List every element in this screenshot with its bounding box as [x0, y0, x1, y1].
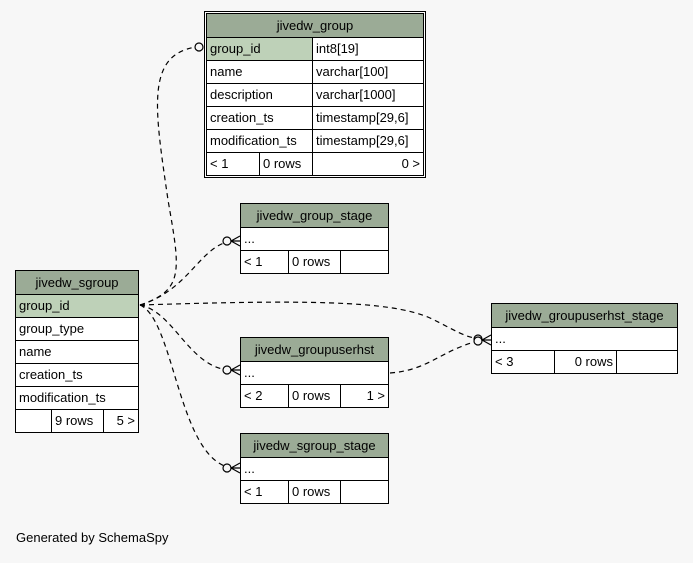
table-row: creation_ts timestamp[29,6]	[207, 107, 423, 130]
column-type: timestamp[29,6]	[316, 133, 409, 148]
edge-end-circle	[222, 463, 232, 473]
table-title[interactable]: jivedw_sgroup_stage	[241, 434, 388, 458]
table-footer: < 3 0 rows	[492, 351, 677, 373]
table-title[interactable]: jivedw_group	[207, 14, 423, 38]
parents-count[interactable]: < 3	[492, 351, 555, 373]
children-count[interactable]: 0 >	[401, 156, 420, 171]
crow-foot	[481, 334, 492, 346]
row-count: 0 rows	[555, 351, 617, 373]
row-count: 9 rows	[52, 410, 104, 432]
table-footer: < 1 0 rows 0 >	[207, 153, 423, 175]
table-row: group_id	[16, 295, 138, 318]
column-name: creation_ts	[207, 107, 313, 129]
table-jivedw-group[interactable]: jivedw_group group_id int8[19] name varc…	[204, 11, 426, 178]
table-title[interactable]: jivedw_groupuserhst	[241, 338, 388, 362]
edge-sgroup-to-groupuserhst-stage	[139, 301, 483, 340]
table-jivedw-sgroup[interactable]: jivedw_sgroup group_id group_type name c…	[15, 270, 139, 433]
table-jivedw-sgroup-stage[interactable]: jivedw_sgroup_stage ... < 1 0 rows	[240, 433, 389, 504]
row-count: 0 rows	[289, 385, 341, 407]
table-row: modification_ts timestamp[29,6]	[207, 130, 423, 153]
table-footer: 9 rows 5 >	[16, 410, 138, 432]
column-name: group_type	[19, 321, 85, 336]
row-count: 0 rows	[289, 481, 341, 503]
children-count[interactable]	[341, 251, 388, 273]
column-type: varchar[1000]	[316, 87, 396, 102]
edge-sgroup-to-group	[139, 46, 197, 306]
children-count[interactable]: 5 >	[116, 413, 135, 428]
generator-credit: Generated by SchemaSpy	[16, 530, 169, 545]
edge-sgroup-to-groupuserhst	[139, 304, 233, 371]
table-row: ...	[492, 328, 677, 351]
parents-count[interactable]	[16, 410, 52, 432]
table-title[interactable]: jivedw_groupuserhst_stage	[492, 304, 677, 328]
column-name: ...	[495, 331, 506, 346]
column-name: creation_ts	[19, 367, 83, 382]
column-name: ...	[244, 365, 255, 380]
table-footer: < 2 0 rows 1 >	[241, 385, 388, 407]
table-row: modification_ts	[16, 387, 138, 410]
column-name: modification_ts	[19, 390, 106, 405]
column-type: int8[19]	[316, 41, 359, 56]
children-count[interactable]	[617, 351, 677, 373]
table-jivedw-groupuserhst[interactable]: jivedw_groupuserhst ... < 2 0 rows 1 >	[240, 337, 389, 408]
edge-groupuserhst-to-groupuserhst-stage	[389, 339, 483, 374]
table-row: ...	[241, 362, 388, 385]
table-footer: < 1 0 rows	[241, 251, 388, 273]
column-name: group_id	[16, 295, 138, 317]
table-title[interactable]: jivedw_sgroup	[16, 271, 138, 295]
column-name: ...	[244, 461, 255, 476]
crow-foot	[230, 235, 241, 247]
column-name: name	[207, 61, 313, 83]
column-name: name	[19, 344, 52, 359]
table-title[interactable]: jivedw_group_stage	[241, 204, 388, 228]
table-row: ...	[241, 228, 388, 251]
table-row: name	[16, 341, 138, 364]
edge-end-circle	[222, 365, 232, 375]
edge-end-circle	[473, 336, 483, 346]
table-row: description varchar[1000]	[207, 84, 423, 107]
parents-count[interactable]: < 1	[207, 153, 260, 175]
column-name: modification_ts	[207, 130, 313, 152]
column-name: ...	[244, 231, 255, 246]
table-row: name varchar[100]	[207, 61, 423, 84]
crow-foot	[230, 364, 241, 376]
parents-count[interactable]: < 1	[241, 251, 289, 273]
edge-end-circle	[222, 236, 232, 246]
parents-count[interactable]: < 1	[241, 481, 289, 503]
column-name: group_id	[207, 38, 313, 60]
table-row: ...	[241, 458, 388, 481]
table-row: group_id int8[19]	[207, 38, 423, 61]
edge-end-circle	[194, 42, 204, 52]
column-type: timestamp[29,6]	[316, 110, 409, 125]
table-footer: < 1 0 rows	[241, 481, 388, 503]
children-count[interactable]	[341, 481, 388, 503]
row-count: 0 rows	[260, 153, 313, 175]
edge-sgroup-to-sgroup-stage	[139, 304, 233, 469]
edge-end-circle	[473, 334, 483, 344]
table-row: group_type	[16, 318, 138, 341]
table-jivedw-groupuserhst-stage[interactable]: jivedw_groupuserhst_stage ... < 3 0 rows	[491, 303, 678, 374]
edge-sgroup-to-group-stage	[139, 240, 233, 306]
table-jivedw-group-stage[interactable]: jivedw_group_stage ... < 1 0 rows	[240, 203, 389, 274]
row-count: 0 rows	[289, 251, 341, 273]
column-type: varchar[100]	[316, 64, 389, 79]
children-count[interactable]: 1 >	[366, 388, 385, 403]
column-name: description	[207, 84, 313, 106]
table-row: creation_ts	[16, 364, 138, 387]
parents-count[interactable]: < 2	[241, 385, 289, 407]
crow-foot	[230, 462, 241, 474]
